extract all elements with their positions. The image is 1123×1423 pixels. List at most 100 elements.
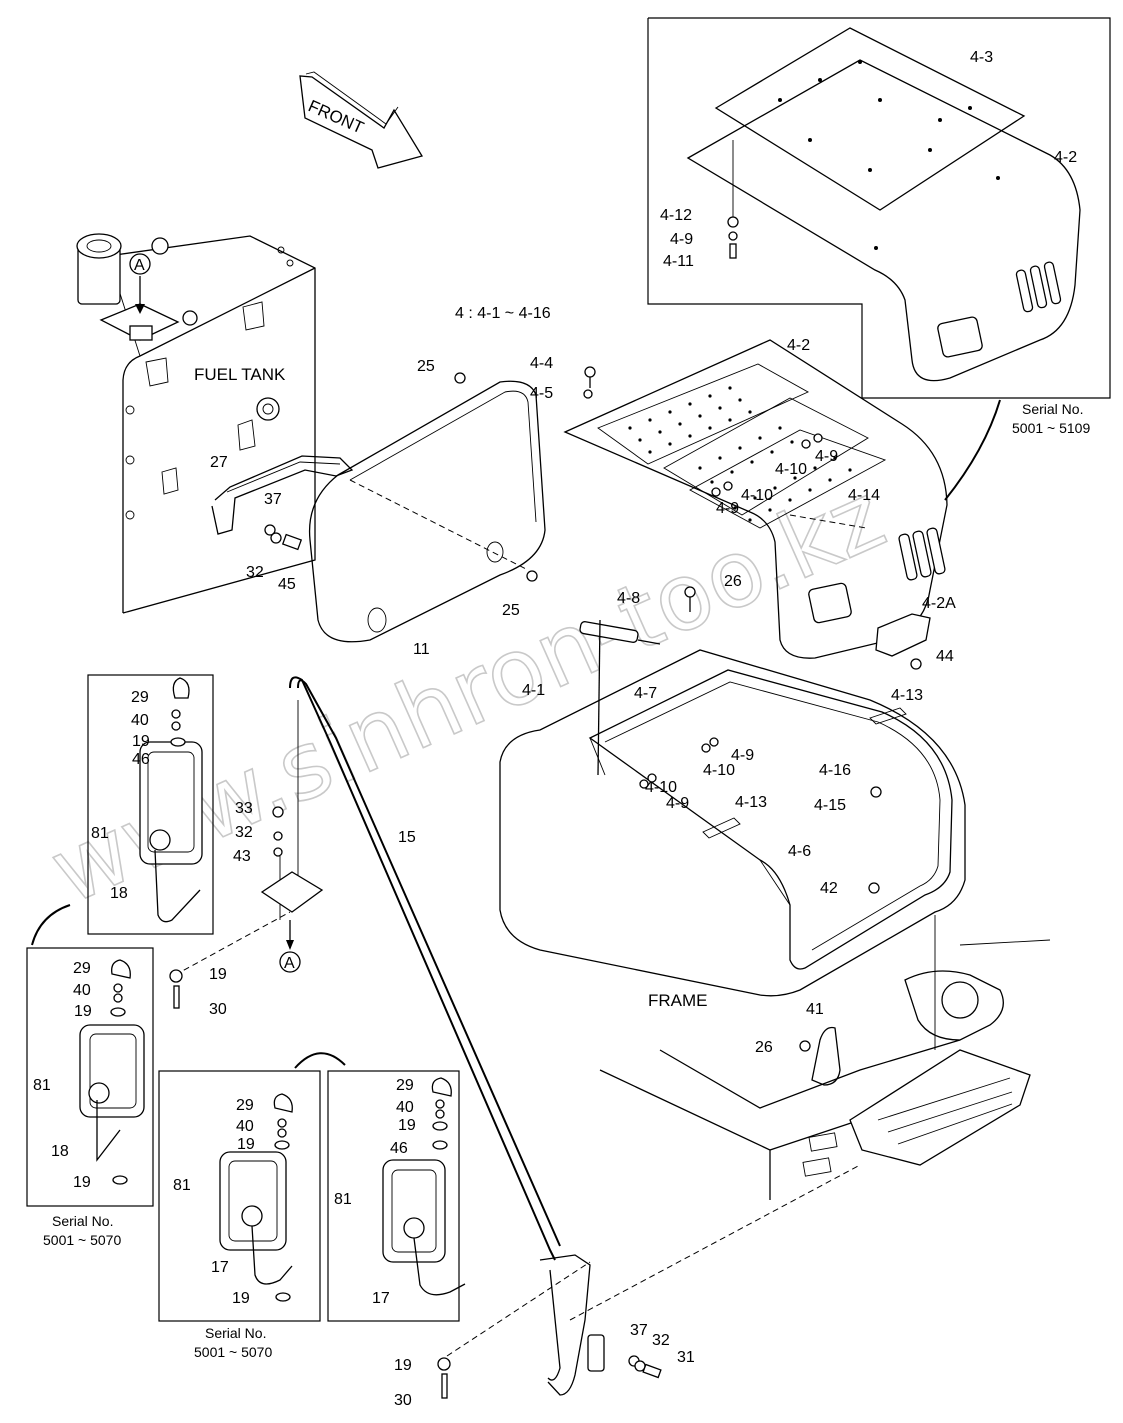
label-19-f: 19	[232, 1290, 250, 1307]
label-32-a: 32	[246, 564, 264, 581]
svg-text:Serial No.: Serial No.	[52, 1213, 113, 1229]
serial-caption-2: Serial No. 5001 ~ 5070	[43, 1213, 121, 1248]
label-31: 31	[677, 1349, 695, 1366]
label-19-c: 19	[74, 1003, 92, 1020]
label-33: 33	[235, 800, 253, 817]
label-4-3: 4-3	[970, 49, 993, 66]
frame: FRAME	[599, 915, 1051, 1200]
gas-spring-4-8	[597, 619, 601, 776]
label-19-d: 19	[73, 1174, 91, 1191]
front-label: FRONT	[305, 96, 366, 137]
label-4-4: 4-4	[530, 355, 553, 372]
label-4-12: 4-12	[660, 207, 692, 224]
label-81-d: 81	[334, 1191, 352, 1208]
label-81-c: 81	[173, 1177, 191, 1194]
mirror-inset-2	[26, 947, 154, 1207]
label-4-7: 4-7	[634, 685, 657, 702]
label-41: 41	[806, 1001, 824, 1018]
label-4-9-inset: 4-9	[670, 231, 693, 248]
mirror-inset-1	[87, 674, 214, 935]
svg-text:5001 ~ 5070: 5001 ~ 5070	[43, 1232, 121, 1248]
label-19-e: 19	[237, 1136, 255, 1153]
arc-inset-4	[294, 1052, 346, 1069]
label-4-13-a: 4-13	[891, 687, 923, 704]
label-4-10-c: 4-10	[703, 762, 735, 779]
label-46-b: 46	[390, 1140, 408, 1157]
label-19-g: 19	[398, 1117, 416, 1134]
label-40-a: 40	[131, 712, 149, 729]
label-11: 11	[413, 641, 430, 658]
mirror-inset-3	[158, 1070, 321, 1322]
label-26-b: 26	[755, 1039, 773, 1056]
serial-caption-3: Serial No. 5001 ~ 5070	[194, 1325, 272, 1360]
label-30-a: 30	[209, 1001, 227, 1018]
label-40-d: 40	[396, 1099, 414, 1116]
front-arrow-icon: FRONT	[299, 71, 424, 169]
label-40-b: 40	[73, 982, 91, 999]
label-4-9-a: 4-9	[815, 448, 838, 465]
label-18-a: 18	[110, 885, 128, 902]
svg-text:Serial No.: Serial No.	[205, 1325, 266, 1341]
view-marker-a-top: A	[129, 253, 151, 314]
frame-label: FRAME	[648, 991, 708, 1010]
label-4-16: 4-16	[819, 762, 851, 779]
label-29-b: 29	[73, 960, 91, 977]
label-26-a: 26	[724, 573, 742, 590]
arc-inset-2	[31, 904, 71, 946]
label-81-b: 81	[33, 1077, 51, 1094]
label-4-10-a: 4-10	[775, 461, 807, 478]
label-27: 27	[210, 454, 228, 471]
label-4-6: 4-6	[788, 843, 811, 860]
label-4-2A: 4-2A	[922, 595, 956, 612]
label-19-h: 19	[394, 1357, 412, 1374]
cover-11	[308, 380, 546, 643]
fuel-tank: FUEL TANK A	[76, 233, 316, 614]
svg-text:5001 ~ 5070: 5001 ~ 5070	[194, 1344, 272, 1360]
label-4-10-b: 4-10	[741, 487, 773, 504]
label-4-9-c: 4-9	[731, 747, 754, 764]
base-box-4-1	[499, 621, 966, 997]
label-25-a: 25	[417, 358, 435, 375]
label-25-b: 25	[502, 602, 520, 619]
arc-4-2	[944, 399, 1001, 501]
label-4-13-b: 4-13	[735, 794, 767, 811]
label-32-b: 32	[235, 824, 253, 841]
label-29-d: 29	[396, 1077, 414, 1094]
label-45: 45	[278, 576, 296, 593]
inset-top-right	[647, 17, 1111, 399]
label-4-10-d: 4-10	[645, 779, 677, 796]
label-19-a: 19	[132, 733, 150, 750]
svg-text:Serial No.: Serial No.	[1022, 401, 1083, 417]
label-37-a: 37	[264, 491, 282, 508]
label-18-b: 18	[51, 1143, 69, 1160]
label-32-c: 32	[652, 1332, 670, 1349]
label-17-b: 17	[372, 1290, 390, 1307]
label-4-9-b: 4-9	[716, 500, 739, 517]
label-4-2: 4-2	[787, 337, 810, 354]
label-4-15: 4-15	[814, 797, 846, 814]
bracket-27	[211, 455, 354, 535]
label-4-9-d: 4-9	[666, 795, 689, 812]
label-29-c: 29	[236, 1097, 254, 1114]
hardware-glyphs	[110, 366, 931, 1399]
label-43: 43	[233, 848, 251, 865]
label-40-c: 40	[236, 1118, 254, 1135]
label-4-14: 4-14	[848, 487, 880, 504]
label-81-a: 81	[91, 825, 109, 842]
serial-caption-1: Serial No. 5001 ~ 5109	[1012, 401, 1090, 436]
label-4-5: 4-5	[530, 385, 553, 402]
label-30-b: 30	[394, 1392, 412, 1409]
svg-text:A: A	[284, 955, 295, 972]
fuel-tank-label: FUEL TANK	[194, 365, 286, 384]
part-labels: 4-3 4-2 4-12 4-9 4-11 4-2 4-4 4-5 4-10 4…	[33, 49, 1077, 1409]
label-37-b: 37	[630, 1322, 648, 1339]
label-4-1: 4-1	[522, 682, 545, 699]
view-marker-a-bottom: A	[279, 951, 301, 973]
label-17-a: 17	[211, 1259, 229, 1276]
label-46-a: 46	[132, 751, 150, 768]
svg-text:A: A	[134, 257, 145, 274]
label-42: 42	[820, 880, 838, 897]
label-29-a: 29	[131, 689, 149, 706]
label-4-2-inset: 4-2	[1054, 149, 1077, 166]
